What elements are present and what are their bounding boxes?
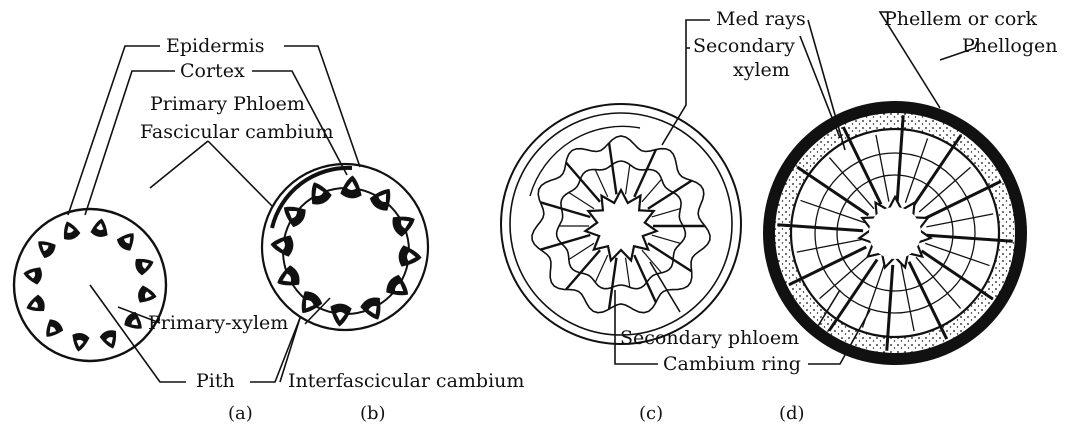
label-fascicular-cambium: Fascicular cambium (140, 121, 334, 143)
label-med-rays: Med rays (716, 8, 806, 30)
label-secondary-phloem: Secondary phloem (620, 327, 799, 349)
label-cortex: Cortex (180, 60, 245, 82)
label-secondary-xylem-2: xylem (733, 59, 790, 81)
label-primary-xylem: Primary-xylem (148, 312, 288, 334)
label-secondary-xylem-1: Secondary (693, 35, 795, 57)
label-phellogen: Phellogen (962, 35, 1058, 57)
stem-d (763, 101, 1027, 365)
label-phellem: Phellem or cork (884, 8, 1037, 30)
panel-label-d: (d) (779, 403, 805, 424)
label-interfascicular-cambium: Interfascicular cambium (288, 370, 524, 392)
stem-c (501, 104, 741, 344)
label-primary-phloem: Primary Phloem (150, 93, 305, 115)
stem-b (262, 164, 428, 330)
label-cambium-ring: Cambium ring (663, 353, 801, 375)
panel-label-c: (c) (639, 403, 663, 424)
panel-label-a: (a) (228, 403, 253, 424)
label-epidermis: Epidermis (166, 35, 264, 57)
label-pith: Pith (196, 370, 235, 392)
panel-label-b: (b) (360, 403, 386, 424)
